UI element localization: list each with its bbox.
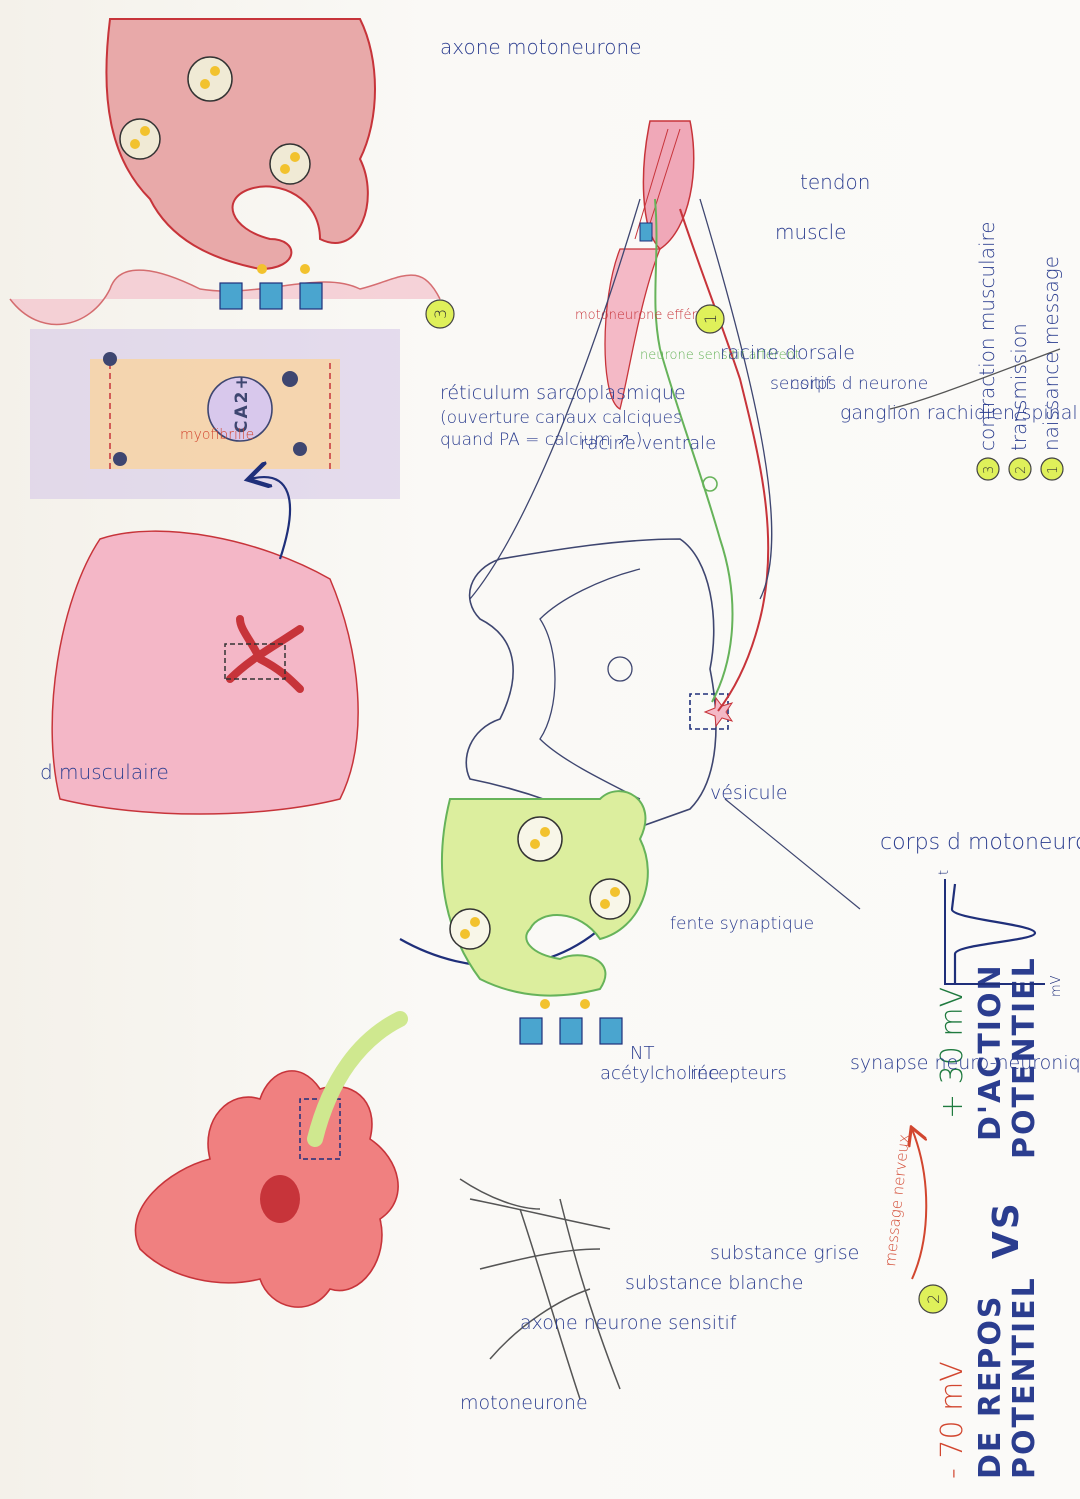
spinal-cord [465, 538, 734, 835]
label-myofibrille: myofibrille [180, 427, 254, 443]
action-value: + 30 mV [935, 987, 970, 1119]
spike-curve [950, 883, 1037, 984]
legend-label-3: contraction musculaire [975, 221, 999, 451]
label-tendon: tendon [800, 170, 870, 194]
sarcomere-panel: CA2+ myofibrille réticulum sarcoplasmiqu… [30, 329, 686, 499]
label-corps-sensitif-1: corps d neurone [790, 374, 928, 394]
receptor [299, 282, 323, 310]
label-axone-sensitif: axone neurone sensitif [520, 1312, 737, 1334]
label-corps-sensitif-2: sensitif [770, 374, 831, 394]
green-synapse: vésicule fente synaptique récepteurs NT … [440, 782, 814, 1084]
action-title-line2: D'ACTION [973, 963, 1008, 1141]
motoneuron-body-star [703, 696, 734, 728]
label-axone-motoneurone: axone motoneurone [440, 35, 642, 59]
nerve-paths [469, 198, 773, 712]
vesicle [449, 908, 491, 950]
vesicle [269, 143, 311, 185]
green-terminal-shape [440, 790, 649, 997]
label-ca: CA2+ [232, 373, 252, 433]
receptor [219, 282, 243, 310]
svg-text:3: 3 [982, 466, 997, 474]
message-arrow [912, 1129, 928, 1280]
legend: 1 naissance message 2 transmission 3 con… [975, 221, 1064, 481]
nmj-zoom-box [224, 643, 286, 680]
badge-2: 2 [918, 1284, 948, 1314]
label-cellule-musculaire: d musculaire [40, 760, 169, 784]
action-title-line1: POTENTIEL [1007, 956, 1042, 1159]
label-motoneurone-efferent: motoneurone efférent [575, 308, 718, 323]
motoneuron-cell [134, 1011, 408, 1308]
vesicle [119, 118, 161, 160]
label-motoneurone: motoneurone [460, 1392, 588, 1414]
label-racine-ventrale: racine ventrale [580, 433, 716, 454]
label-synapse: synapse neuro-neuronique [850, 1052, 1080, 1074]
label-reticulum-note1: (ouverture canaux calciques [440, 408, 682, 428]
legend-label-2: transmission [1007, 323, 1031, 451]
action-potential-graph: mV t [937, 870, 1064, 997]
sensory-neuron-path [654, 198, 734, 703]
legend-item-3: 3 contraction musculaire [975, 221, 1000, 481]
legend-label-1: naissance message [1039, 256, 1063, 451]
red-terminal-shape [105, 18, 376, 271]
label-reticulum: réticulum sarcoplasmique [440, 382, 686, 404]
graph-y-label: mV [1049, 975, 1064, 997]
muscle-fiber: d musculaire [40, 477, 359, 815]
label-substance-grise: substance grise [710, 1242, 859, 1264]
synapse-zoom-box [689, 693, 729, 730]
rest-title-line2: DE REPOS [973, 1294, 1008, 1479]
motor-synapse-terminal: axone motoneurone [9, 18, 642, 326]
muscle-leg [459, 348, 1061, 1400]
label-corps-motoneurone: corps d motoneurone [880, 830, 1080, 855]
receptor [519, 1017, 543, 1045]
badge-1: 1 [695, 304, 725, 334]
legend-item-2: 2 transmission [1007, 323, 1032, 481]
sensory-cell-body [702, 476, 718, 492]
label-vesicule: vésicule [710, 782, 788, 804]
label-reticulum-note2: quand PA = calcium ↗ ) [440, 430, 642, 450]
central-canal [607, 656, 633, 682]
label-substance-blanche: substance blanche [625, 1272, 803, 1294]
receptor [259, 282, 283, 310]
vesicle [517, 816, 563, 862]
label-recepteurs: récepteurs [690, 1063, 787, 1084]
svg-text:3: 3 [431, 309, 450, 319]
muscle-fiber-shape [51, 530, 359, 815]
calcium-bubble [207, 376, 273, 442]
svg-text:2: 2 [1014, 466, 1029, 474]
label-neurone-afferent: neurone sensitif afférent [640, 348, 800, 363]
motor-neuron-path [679, 208, 770, 712]
rest-title-line1: POTENTIEL [1007, 1276, 1042, 1479]
svg-text:1: 1 [1046, 466, 1061, 474]
motoneuron-nucleus [260, 1175, 300, 1223]
vesicle [589, 878, 631, 920]
label-nt: NT [630, 1043, 654, 1064]
label-muscle: muscle [775, 220, 846, 244]
receptor [559, 1017, 583, 1045]
label-ganglion: ganglion rachidien/spinal [840, 402, 1078, 424]
legend-item-1: 1 naissance message [1039, 256, 1064, 481]
rest-value: - 70 mV [935, 1361, 970, 1479]
title-block: POTENTIEL DE REPOS - 70 mV VS POTENTIEL … [881, 956, 1042, 1479]
graph-x-label: t [937, 870, 952, 875]
receptor [599, 1017, 623, 1045]
message-label: message nerveux [881, 1133, 913, 1267]
vs-label: VS [986, 1201, 1027, 1259]
label-acetylcholine: acétylcholine [600, 1063, 720, 1084]
svg-text:1: 1 [701, 314, 720, 324]
muscle-bundle [604, 120, 695, 410]
badge-3: 3 [425, 299, 455, 329]
vesicle [187, 56, 233, 102]
label-racine-dorsale: racine dorsale [720, 342, 855, 364]
label-fente: fente synaptique [670, 914, 814, 934]
spinal-labels: tendon muscle neurone sensitif afférent … [399, 170, 1080, 1414]
svg-text:2: 2 [924, 1294, 943, 1304]
